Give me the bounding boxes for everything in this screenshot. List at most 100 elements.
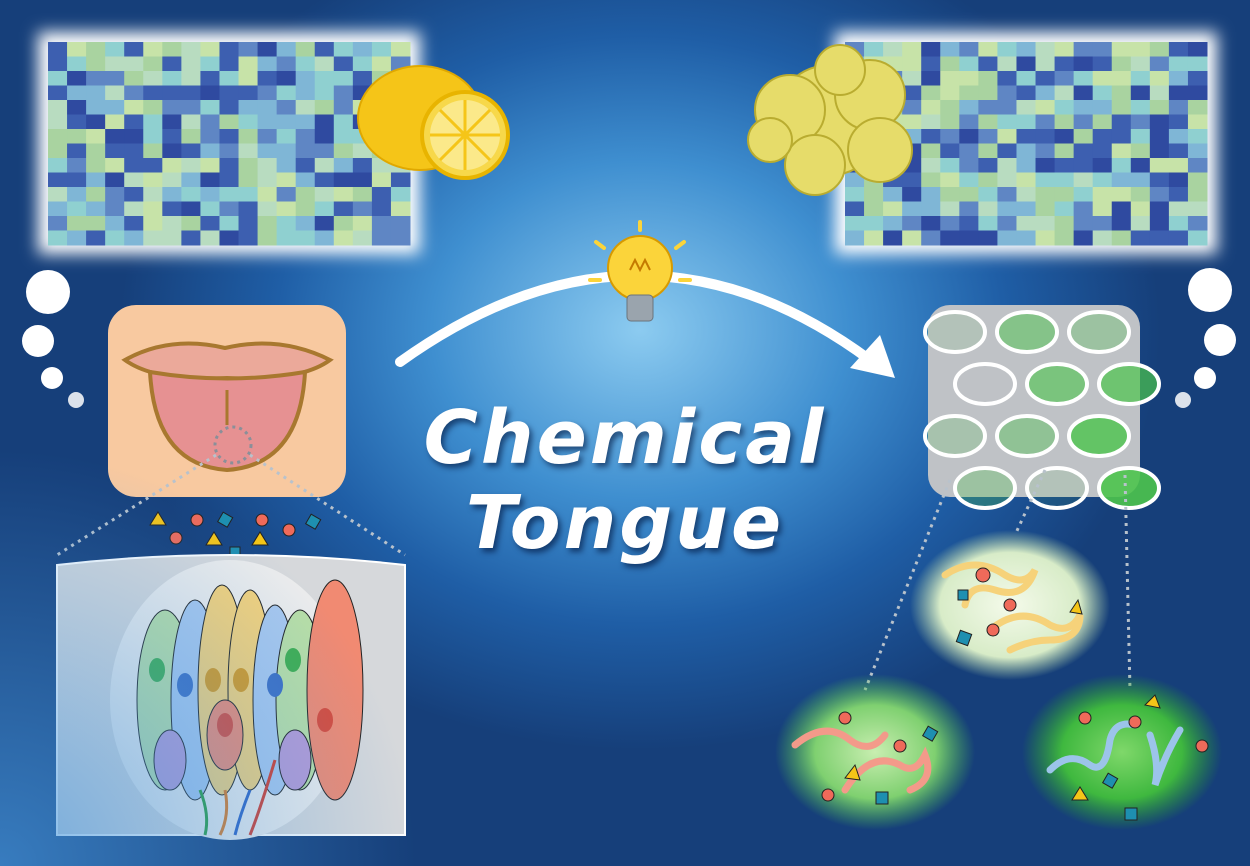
heatmap-cell <box>352 71 373 86</box>
heatmap-cell <box>143 114 163 130</box>
heatmap-cell <box>1168 129 1189 144</box>
heatmap-cell <box>1168 56 1189 72</box>
heatmap-cell <box>314 114 335 130</box>
heatmap-cell <box>940 114 960 130</box>
heatmap-cell <box>902 71 922 86</box>
heatmap-cell <box>219 201 240 217</box>
heatmap-cell <box>352 201 373 217</box>
heatmap-cell <box>1073 172 1094 188</box>
heatmap-cell <box>105 158 125 173</box>
heatmap-cell <box>1130 143 1151 159</box>
heatmap-cell <box>162 158 182 173</box>
heatmap-cell <box>997 143 1017 159</box>
heatmap-cell <box>1035 187 1056 202</box>
heatmap-cell <box>48 56 68 72</box>
heatmap-cell <box>1016 71 1037 86</box>
heatmap-cell <box>1073 42 1094 57</box>
heatmap-cell <box>200 85 220 101</box>
heatmap-cell <box>219 187 240 202</box>
heatmap-cell <box>371 201 392 217</box>
heatmap-cell <box>67 114 87 130</box>
heatmap-cell <box>1092 114 1113 130</box>
heatmap-cell <box>371 172 392 188</box>
heatmap-cell <box>352 172 373 188</box>
heatmap-cell <box>1092 158 1113 173</box>
heatmap-cell <box>1054 216 1075 231</box>
heatmap-cell <box>276 85 297 101</box>
heatmap-cell <box>390 216 411 231</box>
heatmap-cell <box>1130 42 1151 57</box>
heatmap-cell <box>1130 187 1151 202</box>
heatmap-cell <box>940 201 960 217</box>
heatmap-cell <box>200 71 220 86</box>
heatmap-cell <box>162 71 182 86</box>
heatmap-cell <box>257 100 278 115</box>
heatmap-cell <box>143 85 163 101</box>
heatmap-cell <box>200 230 220 246</box>
heatmap-cell <box>295 216 316 231</box>
heatmap-cell <box>67 187 87 202</box>
heatmap-cell <box>1149 129 1170 144</box>
heatmap-cell <box>1111 42 1132 57</box>
heatmap-cell <box>181 216 201 231</box>
heatmap-cell <box>86 201 106 217</box>
heatmap-cell <box>86 172 106 188</box>
heatmap-cell <box>1016 129 1037 144</box>
well <box>923 414 987 458</box>
heatmap-cell <box>352 230 373 246</box>
heatmap-cell <box>67 42 87 57</box>
protein-icon <box>747 44 913 196</box>
heatmap-cell <box>371 230 392 246</box>
heatmap-cell <box>48 158 68 173</box>
heatmap-cell <box>67 201 87 217</box>
heatmap-cell <box>86 42 106 57</box>
heatmap-cell <box>352 216 373 231</box>
heatmap-cell <box>181 42 201 57</box>
heatmap-cell <box>276 216 297 231</box>
heatmap-cell <box>257 114 278 130</box>
heatmap-cell <box>1073 100 1094 115</box>
heatmap-cell <box>238 172 259 188</box>
heatmap-cell <box>921 85 941 101</box>
heatmap-cell <box>1149 230 1170 246</box>
heatmap-cell <box>1111 201 1132 217</box>
well <box>1067 310 1131 354</box>
heatmap-cell <box>1111 187 1132 202</box>
heatmap-cell <box>902 201 922 217</box>
heatmap-cell <box>978 100 998 115</box>
heatmap-cell <box>219 71 240 86</box>
heatmap-cell <box>997 230 1017 246</box>
heatmap-cell <box>181 158 201 173</box>
heatmap-cell <box>67 71 87 86</box>
heatmap-cell <box>314 158 335 173</box>
heatmap-cell <box>295 201 316 217</box>
taste-bud-illustration <box>56 554 406 840</box>
heatmap-cell <box>295 158 316 173</box>
heatmap-cell <box>902 172 922 188</box>
heatmap-cell <box>1149 71 1170 86</box>
heatmap-cell <box>105 56 125 72</box>
heatmap-cell <box>1054 100 1075 115</box>
heatmap-cell <box>997 100 1017 115</box>
heatmap-cell <box>1130 114 1151 130</box>
heatmap-cell <box>1073 216 1094 231</box>
heatmap-cell <box>959 230 979 246</box>
heatmap-cell <box>314 42 335 57</box>
heatmap-cell <box>1187 158 1208 173</box>
heatmap-cell <box>333 56 354 72</box>
heatmap-cell <box>276 158 297 173</box>
heatmap-cell <box>181 114 201 130</box>
heatmap-cell <box>1092 85 1113 101</box>
heatmap-cell <box>902 85 922 101</box>
heatmap-cell <box>314 56 335 72</box>
heatmap-cell <box>105 100 125 115</box>
heatmap-cell <box>1092 201 1113 217</box>
heatmap-cell <box>978 129 998 144</box>
heatmap-cell <box>940 100 960 115</box>
heatmap-cell <box>238 56 259 72</box>
heatmap-cell <box>921 114 941 130</box>
heatmap-cell <box>352 158 373 173</box>
heatmap-cell <box>295 56 316 72</box>
heatmap-cell <box>1149 158 1170 173</box>
heatmap-cell <box>295 100 316 115</box>
